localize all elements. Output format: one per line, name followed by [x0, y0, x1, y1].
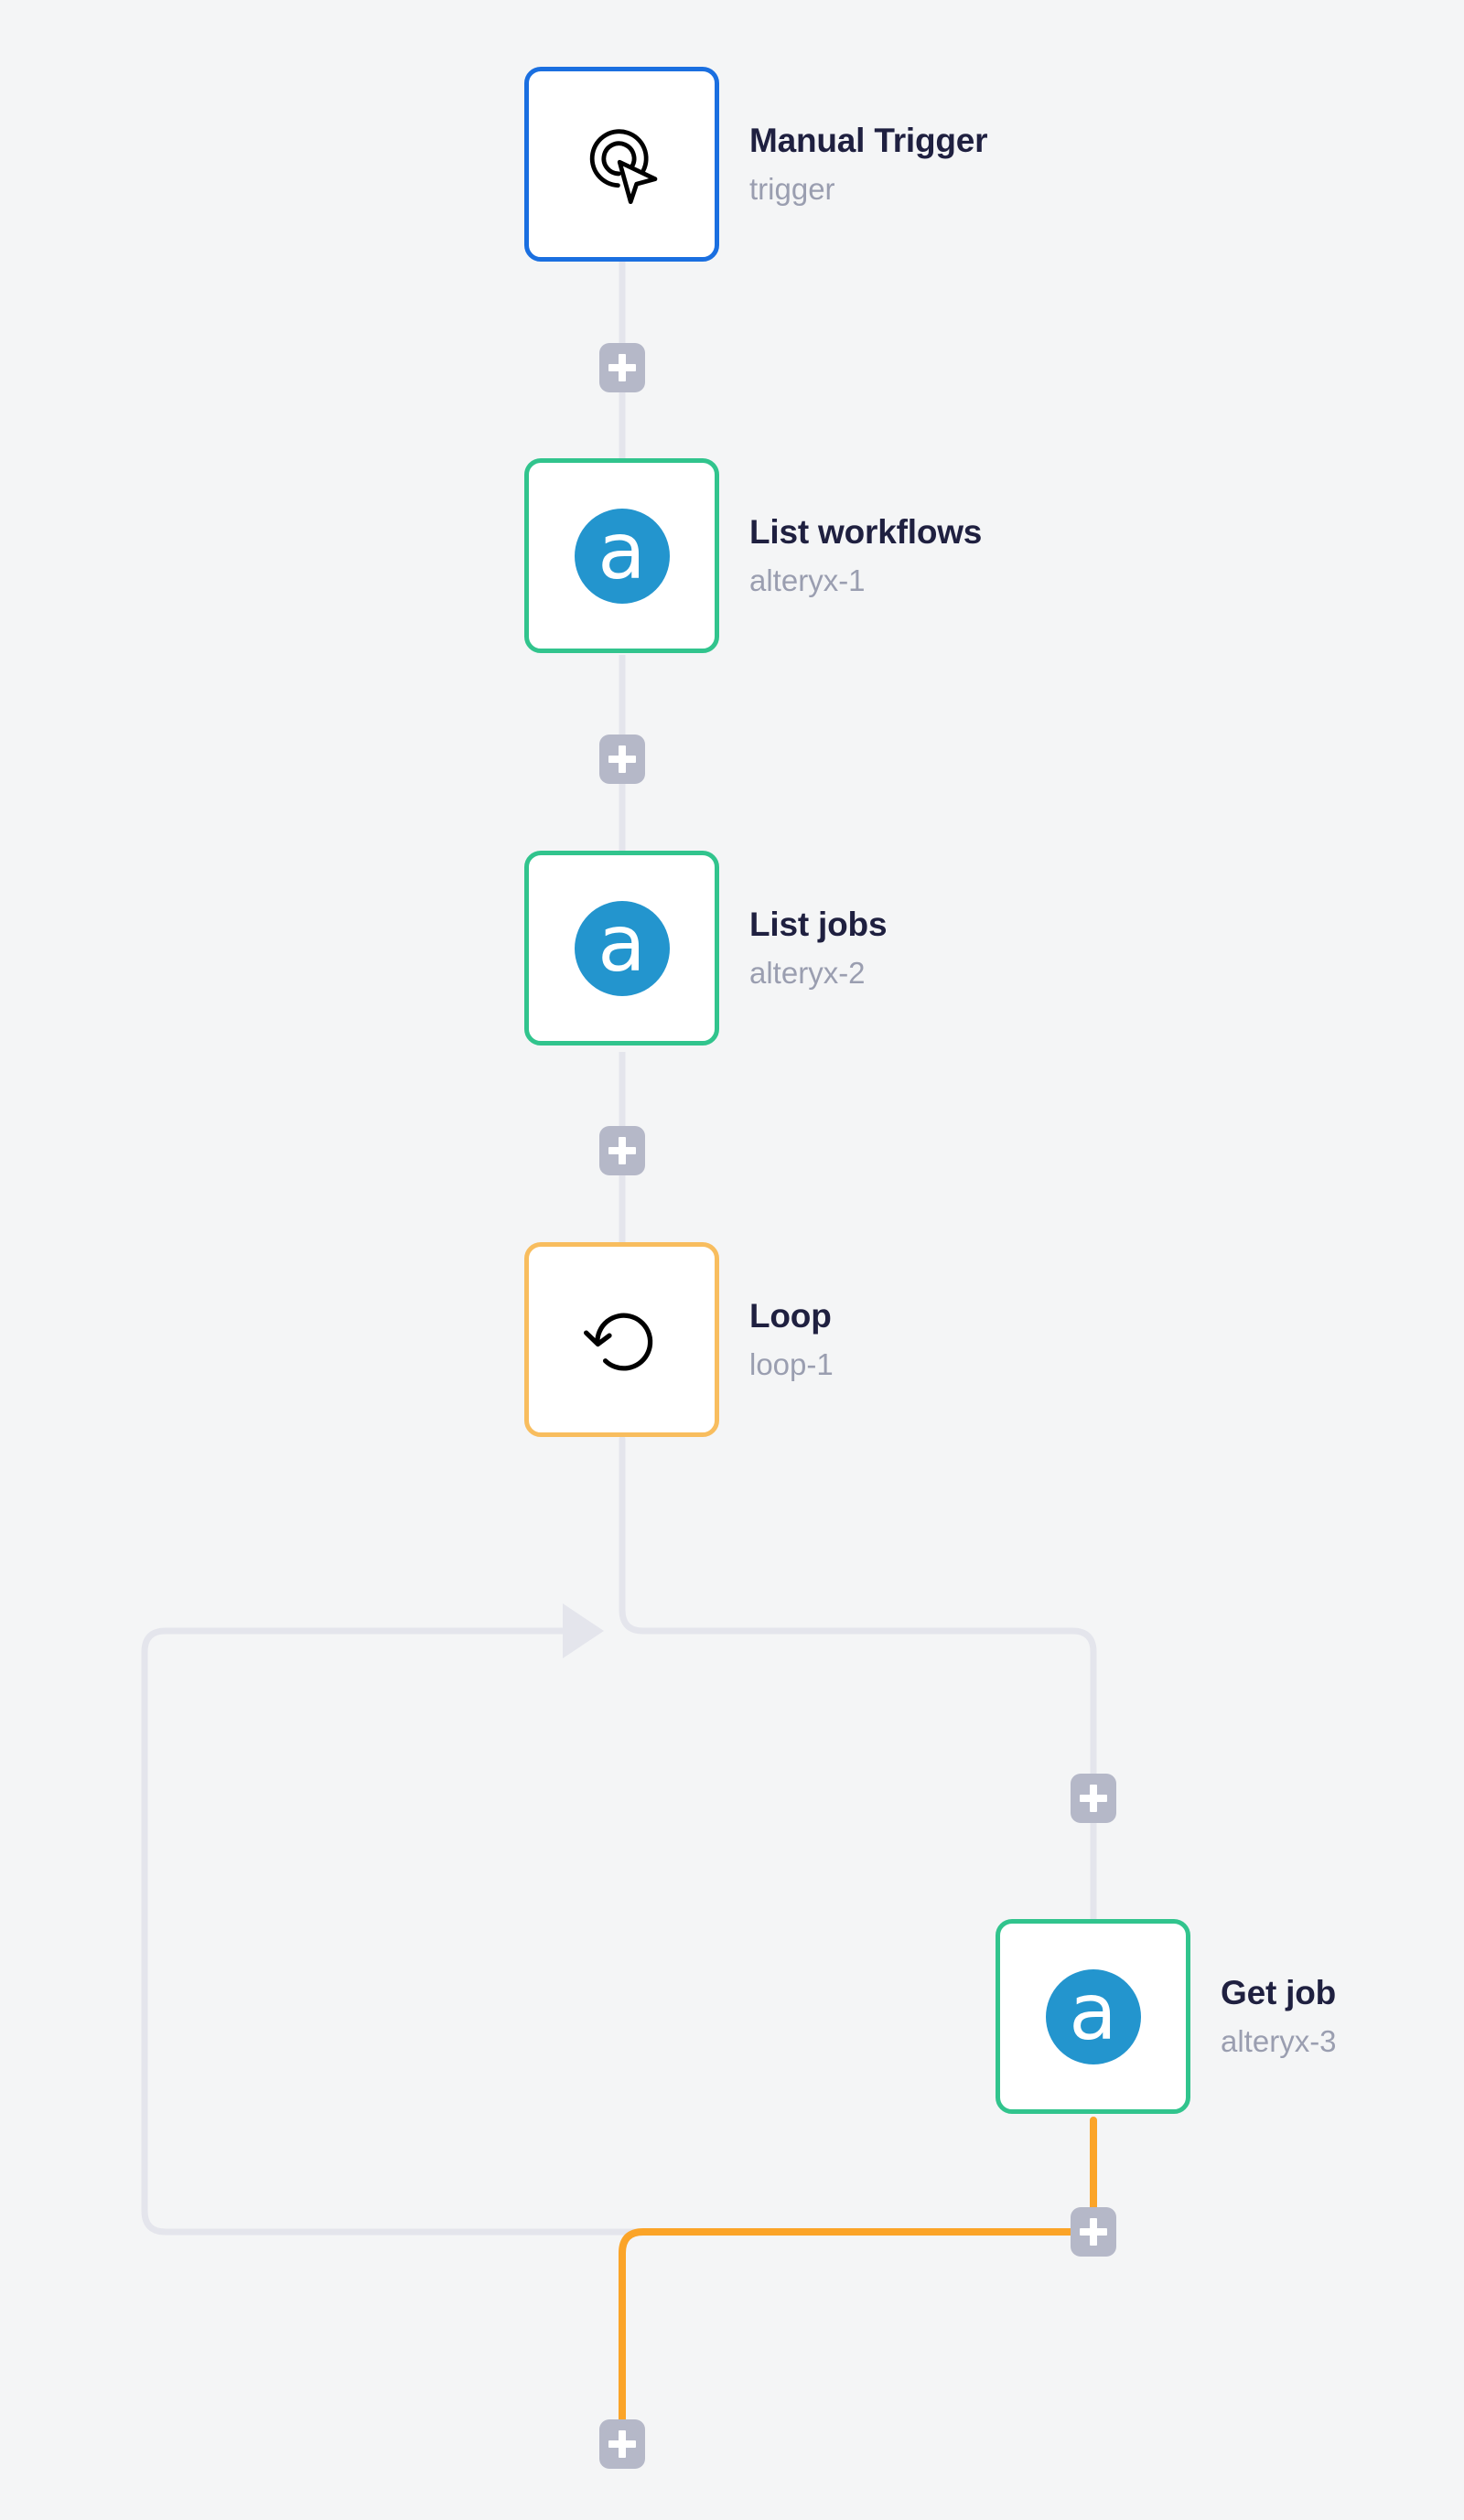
edge-loop-back-arrowhead [563, 1603, 604, 1658]
edge-loop-to-get-job [619, 1435, 1097, 1923]
plus-icon-vertical-bar [1090, 2218, 1097, 2246]
node-title: Get job [1221, 1974, 1337, 2012]
node-subtitle: loop-1 [749, 1347, 834, 1382]
edge-get-job-to-loop-back [619, 2117, 1097, 2428]
node-title: List workflows [749, 513, 983, 552]
loop-arrow-icon [571, 1289, 673, 1391]
node-subtitle: alteryx-2 [749, 956, 866, 991]
node-manual-trigger-box[interactable] [524, 67, 719, 262]
plus-icon-vertical-bar [619, 2430, 626, 2458]
node-subtitle: alteryx-3 [1221, 2024, 1337, 2059]
node-list-workflows-box[interactable]: a [524, 458, 719, 653]
node-loop[interactable]: Loop loop-1 [524, 1242, 834, 1437]
node-manual-trigger-labels: Manual Trigger trigger [749, 121, 988, 207]
node-title: Loop [749, 1297, 832, 1335]
node-subtitle: trigger [749, 172, 835, 207]
alteryx-icon-letter: a [597, 897, 646, 990]
node-get-job-labels: Get job alteryx-3 [1221, 1973, 1337, 2059]
add-after-list-workflows-button[interactable] [599, 735, 645, 784]
plus-icon-vertical-bar [619, 745, 626, 773]
add-loop-done-branch-button[interactable] [599, 2419, 645, 2469]
node-title: List jobs [749, 906, 888, 944]
node-list-workflows[interactable]: a List workflows alteryx-1 [524, 458, 982, 653]
node-subtitle: alteryx-1 [749, 563, 866, 598]
node-list-workflows-labels: List workflows alteryx-1 [749, 512, 982, 598]
node-loop-labels: Loop loop-1 [749, 1296, 834, 1382]
alteryx-icon: a [1045, 1966, 1141, 2064]
plus-icon-vertical-bar [1090, 1785, 1097, 1812]
node-loop-box[interactable] [524, 1242, 719, 1437]
node-title: Manual Trigger [749, 122, 988, 160]
plus-icon-vertical-bar [619, 354, 626, 381]
plus-icon-vertical-bar [619, 1137, 626, 1164]
add-before-get-job-button[interactable] [1071, 1774, 1116, 1823]
edge-loop-back-return [141, 1627, 1097, 2236]
alteryx-icon-letter: a [597, 505, 646, 597]
add-after-get-job-button[interactable] [1071, 2207, 1116, 2257]
node-list-jobs-labels: List jobs alteryx-2 [749, 905, 888, 991]
add-after-list-jobs-button[interactable] [599, 1126, 645, 1175]
node-get-job-box[interactable]: a [996, 1919, 1190, 2114]
alteryx-icon: a [574, 505, 670, 604]
alteryx-icon-letter: a [1069, 1966, 1117, 2058]
node-get-job[interactable]: a Get job alteryx-3 [996, 1919, 1337, 2114]
alteryx-icon: a [574, 897, 670, 996]
add-after-manual-trigger-button[interactable] [599, 343, 645, 392]
node-list-jobs[interactable]: a List jobs alteryx-2 [524, 851, 888, 1046]
node-list-jobs-box[interactable]: a [524, 851, 719, 1046]
cursor-click-icon [568, 111, 676, 219]
node-manual-trigger[interactable]: Manual Trigger trigger [524, 67, 988, 262]
